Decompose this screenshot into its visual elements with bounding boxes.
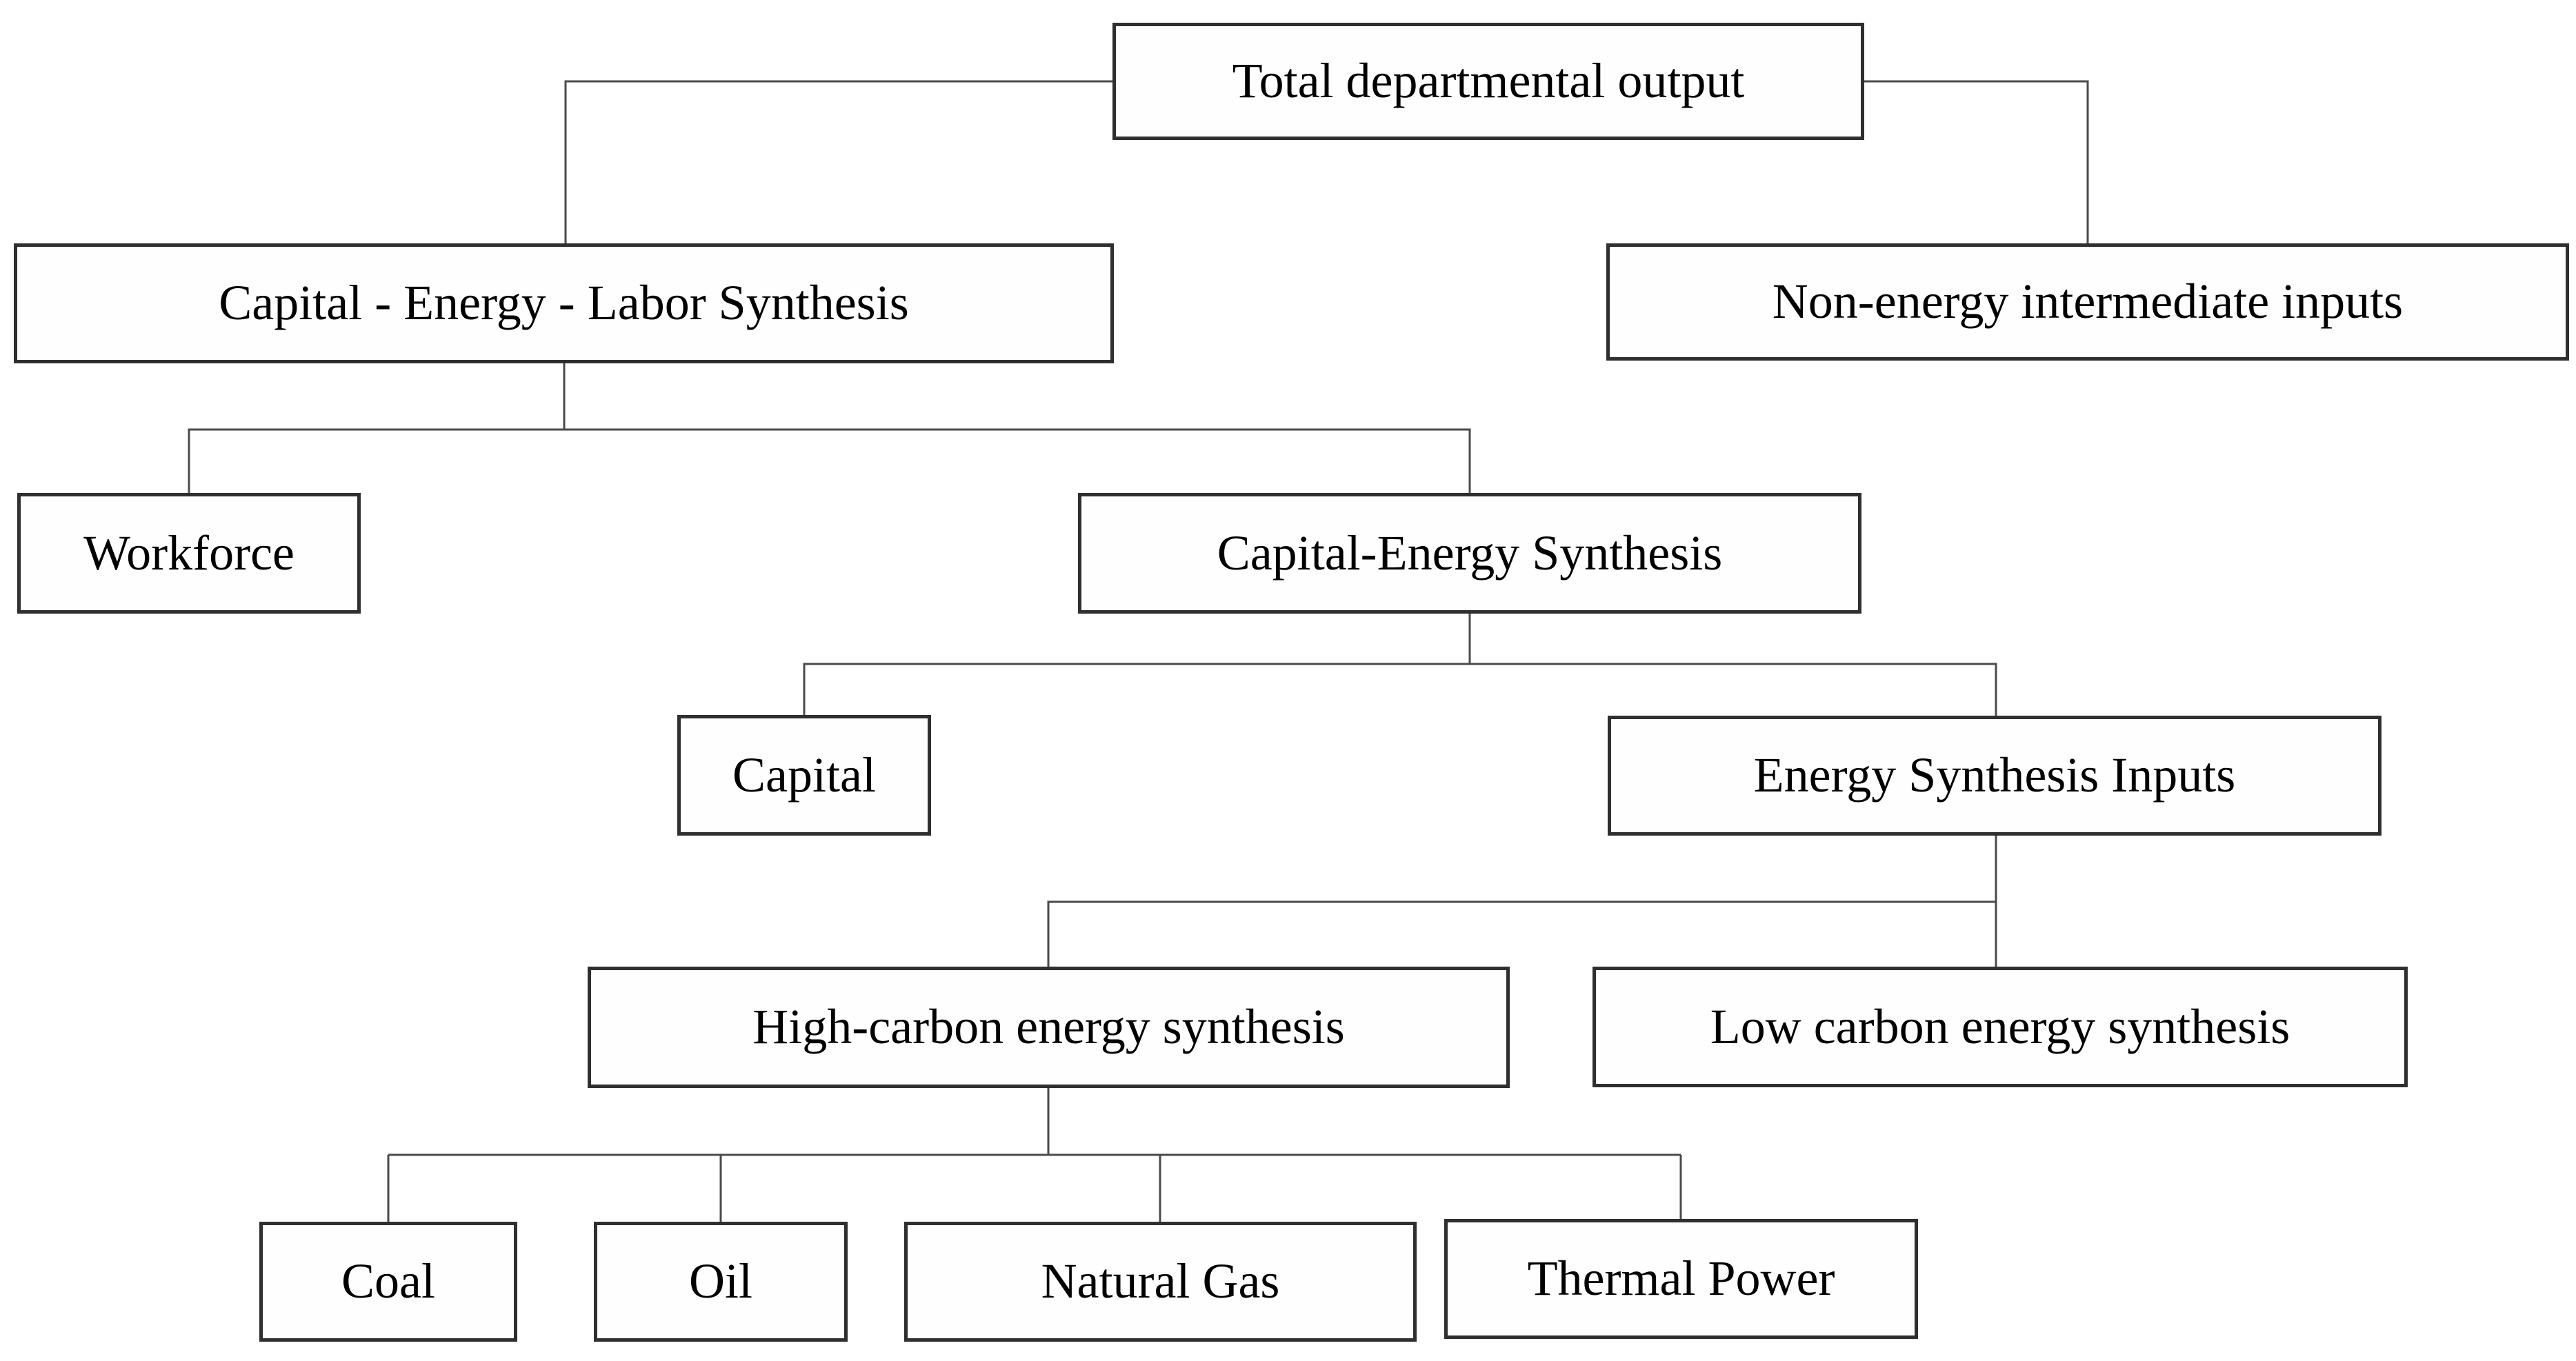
node-label: Capital-Energy Synthesis: [1217, 525, 1723, 581]
edge-ces-rail: [803, 663, 1997, 716]
node-total-departmental-output: Total departmental output: [1112, 23, 1864, 140]
node-label: Workforce: [83, 525, 295, 581]
node-label: Natural Gas: [1041, 1253, 1280, 1309]
node-capital: Capital: [677, 715, 931, 836]
node-label: Total departmental output: [1232, 53, 1745, 109]
node-high-carbon-energy-synthesis: High-carbon energy synthesis: [588, 967, 1510, 1088]
edge-root-to-nonenergy: [1864, 80, 2089, 243]
node-label: Capital: [732, 747, 876, 803]
node-non-energy-intermediate-inputs: Non-energy intermediate inputs: [1606, 243, 2569, 361]
edge-root-to-kel: [564, 80, 1112, 243]
node-natural-gas: Natural Gas: [904, 1222, 1417, 1342]
node-coal: Coal: [259, 1222, 517, 1342]
node-label: Oil: [688, 1253, 752, 1309]
node-low-carbon-energy-synthesis: Low carbon energy synthesis: [1592, 967, 2408, 1087]
node-label: Low carbon energy synthesis: [1710, 998, 2290, 1054]
node-label: Coal: [341, 1253, 435, 1309]
node-label: Non-energy intermediate inputs: [1772, 274, 2404, 330]
node-label: Energy Synthesis Inputs: [1753, 747, 2236, 803]
node-workforce: Workforce: [17, 493, 361, 614]
node-label: Thermal Power: [1527, 1251, 1835, 1307]
node-capital-energy-labor-synthesis: Capital - Energy - Labor Synthesis: [14, 243, 1114, 363]
node-label: Capital - Energy - Labor Synthesis: [219, 275, 909, 331]
node-label: High-carbon energy synthesis: [752, 999, 1345, 1055]
edge-esi-rail: [1047, 900, 1996, 967]
node-oil: Oil: [594, 1222, 848, 1342]
node-capital-energy-synthesis: Capital-Energy Synthesis: [1078, 493, 1861, 614]
edge-kel-rail: [188, 428, 1471, 493]
node-energy-synthesis-inputs: Energy Synthesis Inputs: [1608, 716, 2382, 836]
node-thermal-power: Thermal Power: [1444, 1219, 1918, 1339]
